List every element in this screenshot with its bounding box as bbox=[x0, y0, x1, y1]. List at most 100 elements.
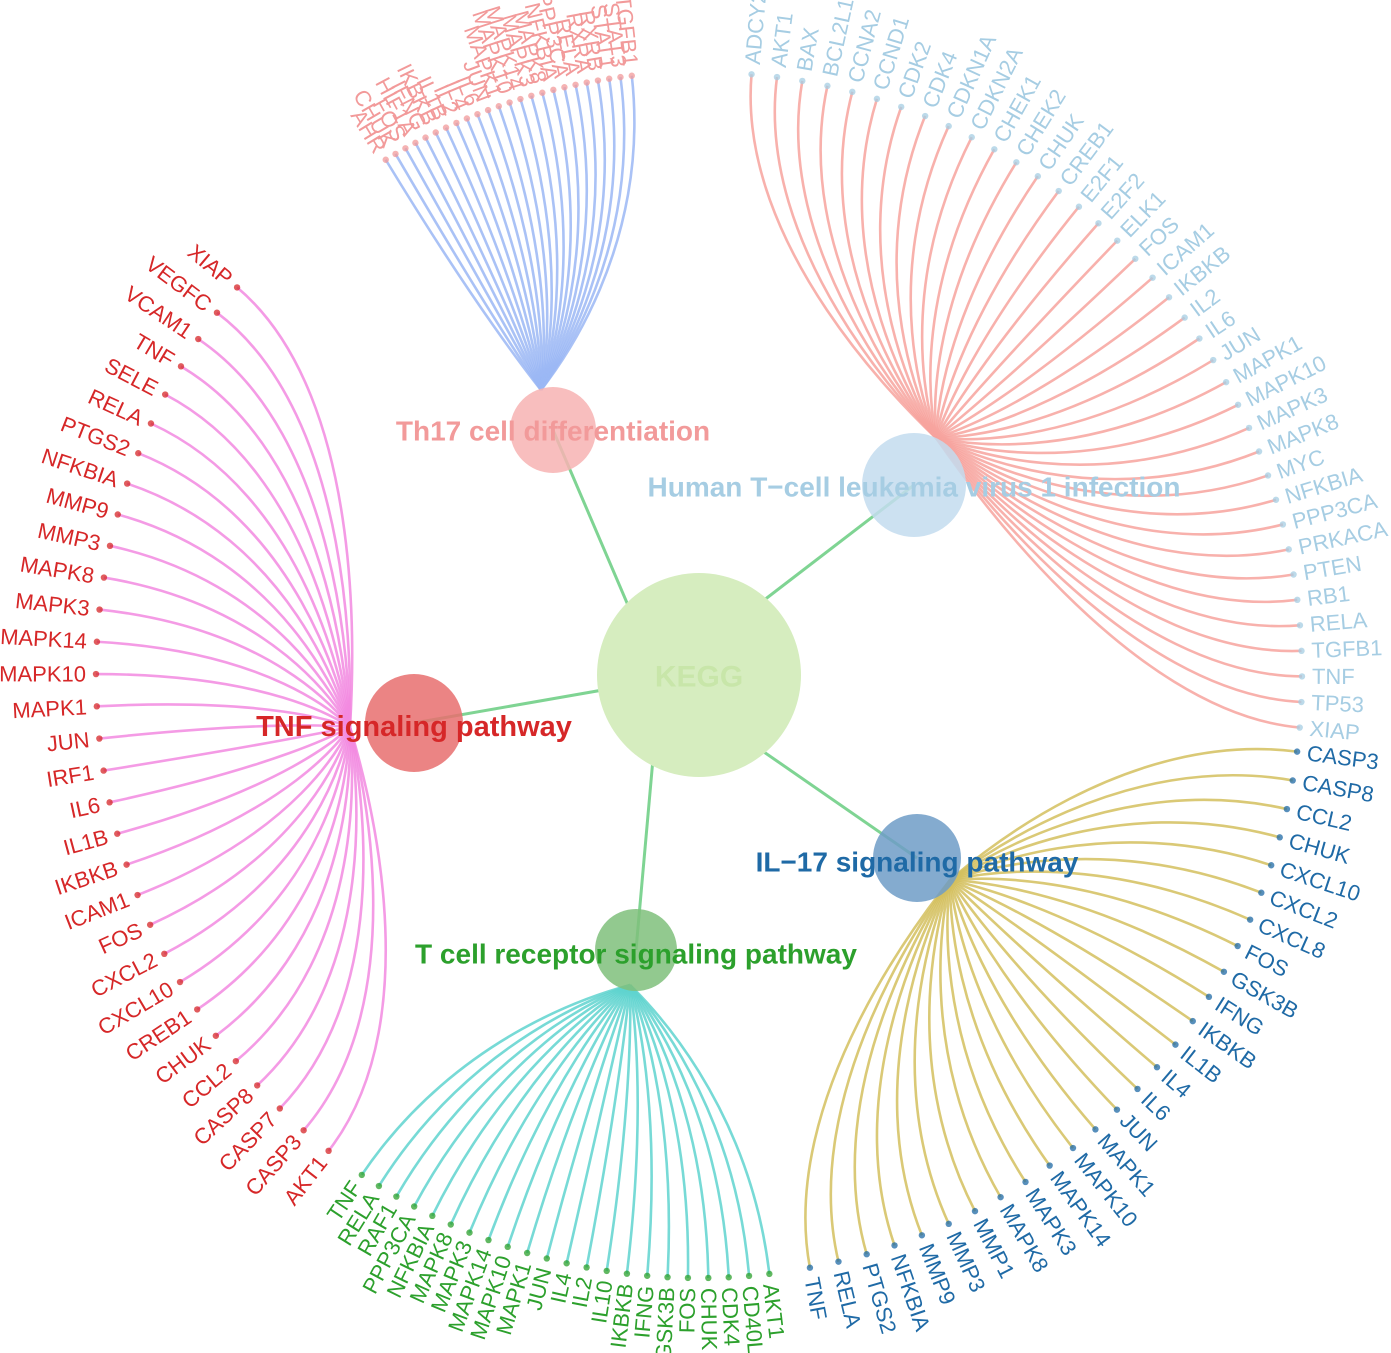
gene-edge bbox=[256, 726, 358, 1087]
gene-edge bbox=[149, 726, 352, 926]
gene-edge bbox=[928, 879, 977, 1212]
gene-label: TP53 bbox=[1311, 690, 1365, 717]
gene-edge bbox=[909, 125, 950, 439]
gene-edge bbox=[935, 239, 1119, 439]
gene-dot bbox=[1189, 1017, 1196, 1025]
gene-edge bbox=[948, 879, 1075, 1149]
gene-edge bbox=[934, 190, 1060, 439]
gene-edge bbox=[278, 726, 365, 1110]
gene-dot bbox=[603, 1267, 610, 1275]
gene-dot bbox=[212, 1032, 220, 1039]
gene-dot bbox=[891, 1242, 898, 1249]
gene-edge bbox=[934, 205, 1080, 439]
gene-dot bbox=[176, 978, 184, 986]
gene-dot bbox=[114, 830, 121, 837]
gene-edge bbox=[949, 747, 1298, 881]
pathway-node-tcr bbox=[595, 909, 677, 991]
gene-dot bbox=[664, 1273, 671, 1281]
gene-dot bbox=[276, 1105, 284, 1112]
gene-label: CDK4 bbox=[717, 1287, 745, 1347]
gene-dot bbox=[1149, 274, 1156, 281]
gene-dot bbox=[1222, 378, 1230, 386]
gene-dot bbox=[1210, 356, 1217, 364]
gene-dot bbox=[135, 450, 142, 457]
gene-edge bbox=[215, 726, 352, 1037]
gene-dot bbox=[617, 73, 624, 81]
gene-dot bbox=[1283, 805, 1291, 813]
gene-dot bbox=[528, 92, 535, 99]
gene-dot bbox=[1165, 294, 1173, 301]
gene-dot bbox=[991, 146, 998, 153]
gene-edge bbox=[137, 726, 352, 897]
gene-dot bbox=[1181, 314, 1188, 321]
gene-dot bbox=[1113, 1106, 1121, 1113]
gene-dot bbox=[232, 1057, 240, 1065]
gene-dot bbox=[824, 82, 831, 90]
gene-edge bbox=[933, 161, 1018, 439]
gene-edge bbox=[948, 879, 1118, 1111]
gene-label: RB1 bbox=[1306, 581, 1352, 611]
gene-edge bbox=[939, 879, 1002, 1198]
gene-dot bbox=[1246, 916, 1254, 923]
gene-dot bbox=[997, 1193, 1004, 1201]
gene-dot bbox=[463, 115, 471, 122]
gene-dot bbox=[773, 73, 781, 81]
gene-edge bbox=[920, 136, 973, 439]
gene-edge bbox=[163, 726, 352, 955]
gene-label: IL6 bbox=[67, 792, 102, 823]
gene-dot bbox=[1298, 673, 1306, 680]
gene-dot bbox=[572, 81, 579, 88]
gene-dot bbox=[194, 1006, 201, 1013]
gene-label: RELA bbox=[1309, 607, 1369, 637]
gene-dot bbox=[213, 309, 221, 316]
gene-edge bbox=[949, 878, 1194, 1023]
gene-dot bbox=[100, 767, 107, 774]
gene-dot bbox=[254, 1082, 261, 1089]
gene-dot bbox=[945, 122, 952, 130]
gene-dot bbox=[1285, 546, 1292, 553]
pathway-label-htlv1: Human T−cell leukemia virus 1 infection bbox=[648, 472, 1181, 503]
gene-label: XIAP bbox=[1309, 716, 1361, 745]
gene-label: IRF1 bbox=[45, 760, 96, 792]
gene-label: MAPK1 bbox=[12, 694, 88, 723]
gene-edge bbox=[150, 422, 352, 728]
gene-edge bbox=[103, 725, 351, 772]
gene-label: MAPK3 bbox=[14, 588, 91, 621]
pathway-node-th17 bbox=[510, 387, 596, 473]
gene-dot bbox=[506, 99, 513, 106]
gene-label: GSK3B bbox=[651, 1287, 680, 1353]
gene-edge bbox=[103, 576, 352, 728]
gene-dot bbox=[523, 1249, 531, 1257]
gene-dot bbox=[93, 638, 101, 645]
gene-dot bbox=[583, 1264, 590, 1271]
gene-label: MMP9 bbox=[44, 483, 112, 524]
gene-edge bbox=[948, 879, 1051, 1167]
gene-dot bbox=[971, 1207, 979, 1215]
gene-dot bbox=[1234, 401, 1242, 408]
gene-dot bbox=[550, 86, 557, 94]
gene-label: CD40LG bbox=[737, 1285, 769, 1353]
gene-dot bbox=[453, 119, 460, 127]
gene-label: CASP3 bbox=[1305, 740, 1380, 774]
gene-dot bbox=[945, 1220, 952, 1228]
gene-edge bbox=[99, 608, 352, 728]
gene-dot bbox=[1069, 1144, 1077, 1152]
gene-dot bbox=[1092, 1126, 1099, 1133]
gene-edge bbox=[949, 878, 1225, 973]
gene-edge bbox=[539, 75, 636, 391]
gene-dot bbox=[161, 950, 168, 958]
gene-edge bbox=[109, 725, 351, 804]
gene-dot bbox=[539, 89, 546, 96]
gene-edge bbox=[935, 337, 1201, 440]
gene-label: CHUK bbox=[696, 1288, 722, 1351]
gene-edge bbox=[235, 726, 354, 1063]
gene-edge bbox=[360, 983, 631, 1176]
gene-dot bbox=[1267, 862, 1275, 869]
gene-dot bbox=[375, 1182, 383, 1190]
gene-edge bbox=[875, 879, 952, 1246]
gene-dot bbox=[849, 88, 856, 96]
gene-dot bbox=[1298, 647, 1305, 655]
gene-dot bbox=[447, 1221, 454, 1228]
gene-dot bbox=[918, 1232, 926, 1239]
